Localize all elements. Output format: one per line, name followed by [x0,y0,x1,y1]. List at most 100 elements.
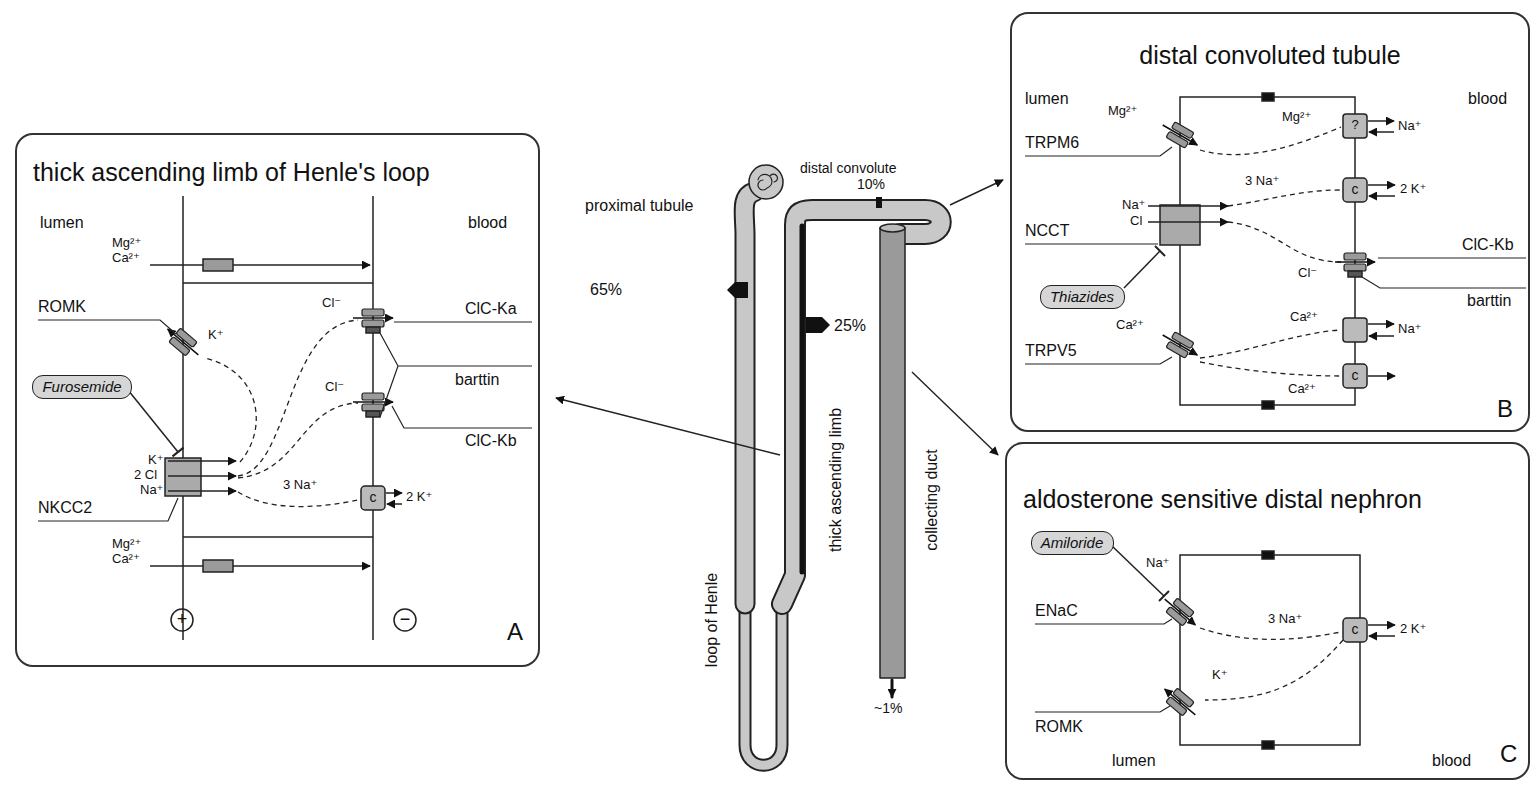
flux-arrow [1148,221,1228,223]
protein-label: ClC-Ka [465,300,517,318]
drug-name: Amiloride [1041,534,1104,552]
side-label: lumen [1112,752,1156,770]
tight-junction [1262,551,1274,559]
ion-label: 2 K⁺ [1400,182,1426,197]
ion-label: K⁺ [1212,668,1228,683]
protein-label: ClC-Kb [465,432,517,450]
panel-c-drawing [1035,546,1395,749]
protein-label: barttin [455,371,499,389]
inhibition-line [1124,251,1160,288]
nephron-label: 10% [857,176,885,192]
tight-junction [1262,401,1274,409]
flux-arrow [1369,635,1395,637]
protein-label: ROMK [1035,718,1083,736]
flux-arrow [387,503,402,505]
pointer-arrow [912,372,998,455]
ion-label: 2 K⁺ [1400,622,1426,637]
panel-letter: A [507,618,523,646]
flux-arrow [386,492,402,494]
protein-label: ClC-Kb [1462,236,1514,254]
panel-letter: C [1500,740,1517,768]
ion-label: Ca²⁺ [112,251,140,266]
panel-title: distal convoluted tubule [1012,40,1528,70]
drug-pill: Thiazides [1040,285,1125,309]
leader-line [380,333,532,417]
ion-label: Mg²⁺ [1108,104,1137,119]
ion-label: Ca²⁺ [1116,318,1144,333]
side-label: lumen [40,214,84,232]
side-label: lumen [1025,90,1069,108]
nephron-label: loop of Henle [703,573,721,667]
inhibition-bar [1155,246,1165,256]
charge-circle [394,609,416,631]
ion-label: Cl⁻ [1298,266,1317,281]
drug-name: Furosemide [42,378,121,396]
charge-sign: − [394,609,416,630]
flux-arrow [1368,375,1395,377]
side-label: blood [1432,752,1471,770]
ion-label: K⁺ [148,453,164,468]
thick-limb-outline [782,210,941,604]
enac-channel [1159,592,1201,632]
ion-label: Mg²⁺ [112,537,141,552]
flux-arrow [1369,335,1394,337]
flux-arrow [168,460,236,462]
flux-arrow [1148,205,1228,207]
panel-title: aldosterone sensitive distal nephron [1023,484,1536,514]
ion-label: Mg²⁺ [1282,110,1311,125]
panel-box: distal convoluted tubuleThiazides [1010,12,1530,432]
ion-label: Ca²⁺ [1290,310,1318,325]
leader-line [1362,277,1526,288]
na-k-pump [1343,178,1367,202]
leader-line [1035,619,1172,624]
barttin-subunit [366,327,380,333]
panel-b-drawing [1025,93,1526,409]
trpv5-channel [1158,327,1202,363]
ion-label: Ca²⁺ [1288,382,1316,397]
dashed-path [205,358,256,462]
protein-label: TRPM6 [1025,134,1079,152]
nephron-label: 65% [590,281,622,299]
paracellular-arrow [150,264,370,266]
leader-line [1035,706,1170,712]
pump-symbol: c [361,489,385,505]
protein-label: ENaC [1035,602,1078,620]
protein-label: barttin [1467,292,1511,310]
protein-label: ROMK [38,298,86,316]
calcium-pump [1343,364,1367,388]
glomerulus [749,165,783,199]
ncct-transporter [1160,205,1200,245]
ion-label: 3 Na⁺ [1245,174,1279,189]
flux-arrow [1368,624,1395,626]
ion-label: Cl⁻ [322,296,341,311]
dashed-path [1200,330,1341,358]
ion-label: Na⁺ [140,483,163,498]
charge-circle [171,609,193,631]
romk-channel [1159,682,1201,722]
ion-label: Na⁺ [1146,556,1169,571]
clc-channel [353,309,393,327]
side-label: blood [468,214,507,232]
proximal-tubule-outline [744,192,754,604]
pump-symbol: c [1343,181,1367,197]
ion-label: 3 Na⁺ [283,478,317,493]
dashed-path [1200,362,1341,376]
drug-pill: Amiloride [1031,531,1114,555]
dashed-path [1228,190,1341,206]
trpm6-channel [1158,117,1202,153]
panel-title: thick ascending limb of Henle's loop [33,157,554,187]
dashed-path [238,403,358,478]
na-k-pump [1343,618,1367,642]
protein-label: NKCC2 [38,499,92,517]
panel-pointers [556,180,1003,455]
flux-arrow [1369,131,1394,133]
ion-label: Na⁺ [1398,119,1421,134]
nephron [727,165,941,765]
paracellular-arrow [150,565,370,567]
dashed-path [1200,628,1341,639]
inhibition-line [1112,546,1164,596]
leader-line [38,498,178,521]
protein-label: TRPV5 [1025,342,1077,360]
thin-limb [745,600,782,765]
dashed-path [238,492,358,507]
